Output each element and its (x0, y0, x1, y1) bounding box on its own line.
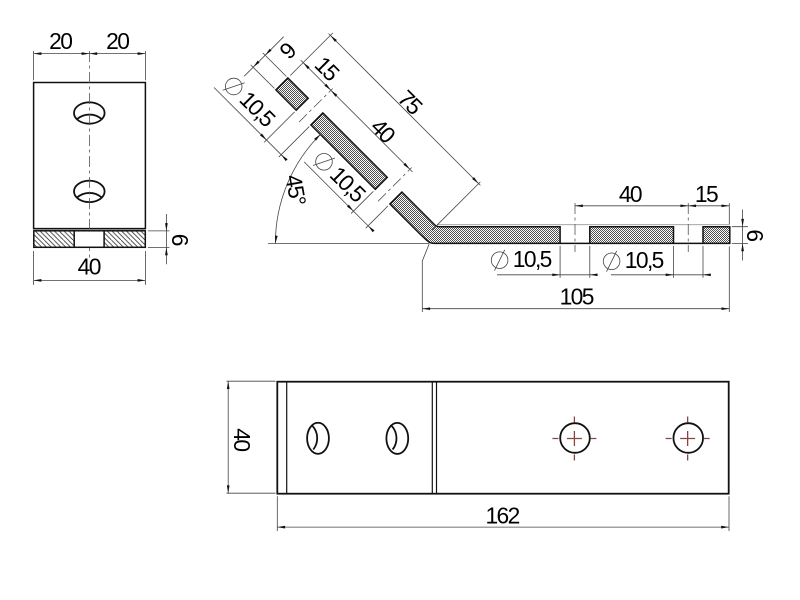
svg-text:40: 40 (229, 428, 255, 451)
svg-text:10,5: 10,5 (513, 246, 552, 272)
svg-text:40: 40 (78, 254, 101, 280)
svg-text:6: 6 (742, 229, 768, 241)
svg-text:162: 162 (485, 503, 519, 529)
svg-text:10,5: 10,5 (625, 247, 664, 273)
svg-text:6: 6 (167, 234, 193, 246)
svg-text:45°: 45° (280, 173, 311, 207)
svg-text:15: 15 (695, 181, 718, 207)
svg-text:20: 20 (106, 28, 129, 54)
svg-text:105: 105 (560, 283, 594, 309)
svg-text:20: 20 (49, 28, 72, 54)
svg-text:40: 40 (619, 181, 642, 207)
